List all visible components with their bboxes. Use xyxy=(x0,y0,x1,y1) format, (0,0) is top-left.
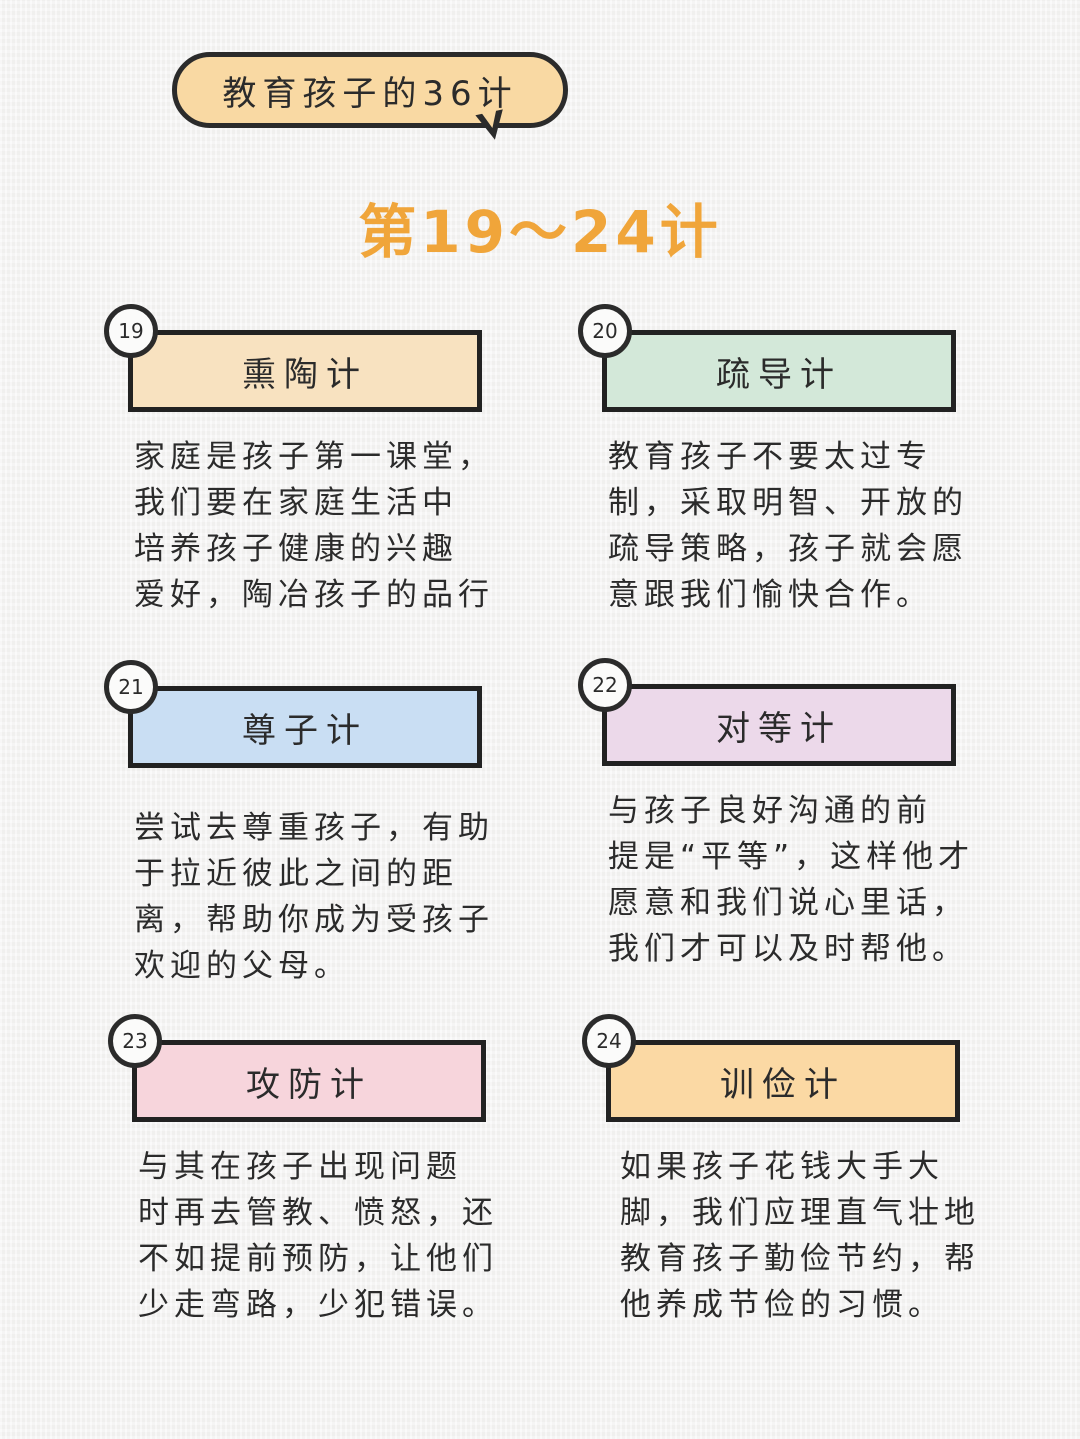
number-badge: 22 xyxy=(578,658,632,712)
number-badge: 21 xyxy=(104,660,158,714)
number-badge: 19 xyxy=(104,304,158,358)
number-badge: 24 xyxy=(582,1014,636,1068)
speech-bubble-tail xyxy=(475,109,509,143)
series-title: 教育孩子的36计 xyxy=(222,73,518,114)
tip-description: 与孩子良好沟通的前 提是“平等”，这样他才 愿意和我们说心里话， 我们才可以及时… xyxy=(608,793,975,967)
tip-title: 熏陶计 xyxy=(128,330,482,412)
tip-description: 家庭是孩子第一课堂， 我们要在家庭生活中 培养孩子健康的兴趣 爱好，陶冶孩子的品… xyxy=(134,439,494,613)
number-badge: 20 xyxy=(578,304,632,358)
tip-description: 与其在孩子出现问题 时再去管教、愤怒，还 不如提前预防，让他们 少走弯路，少犯错… xyxy=(138,1149,498,1323)
tip-description: 如果孩子花钱大手大 脚，我们应理直气壮地 教育孩子勤俭节约，帮 他养成节俭的习惯… xyxy=(620,1149,980,1323)
number-badge: 23 xyxy=(108,1014,162,1068)
tip-title: 对等计 xyxy=(602,684,956,766)
tip-title: 疏导计 xyxy=(602,330,956,412)
speech-bubble: 教育孩子的36计 xyxy=(172,52,568,128)
tip-title: 攻防计 xyxy=(132,1040,486,1122)
tip-title: 训俭计 xyxy=(606,1040,960,1122)
tip-description: 尝试去尊重孩子，有助 于拉近彼此之间的距 离，帮助你成为受孩子 欢迎的父母。 xyxy=(134,810,494,984)
tip-description: 教育孩子不要太过专 制，采取明智、开放的 疏导策略，孩子就会愿 意跟我们愉快合作… xyxy=(608,439,968,613)
tip-title: 尊子计 xyxy=(128,686,482,768)
page-title: 第19～24计 xyxy=(358,198,722,266)
